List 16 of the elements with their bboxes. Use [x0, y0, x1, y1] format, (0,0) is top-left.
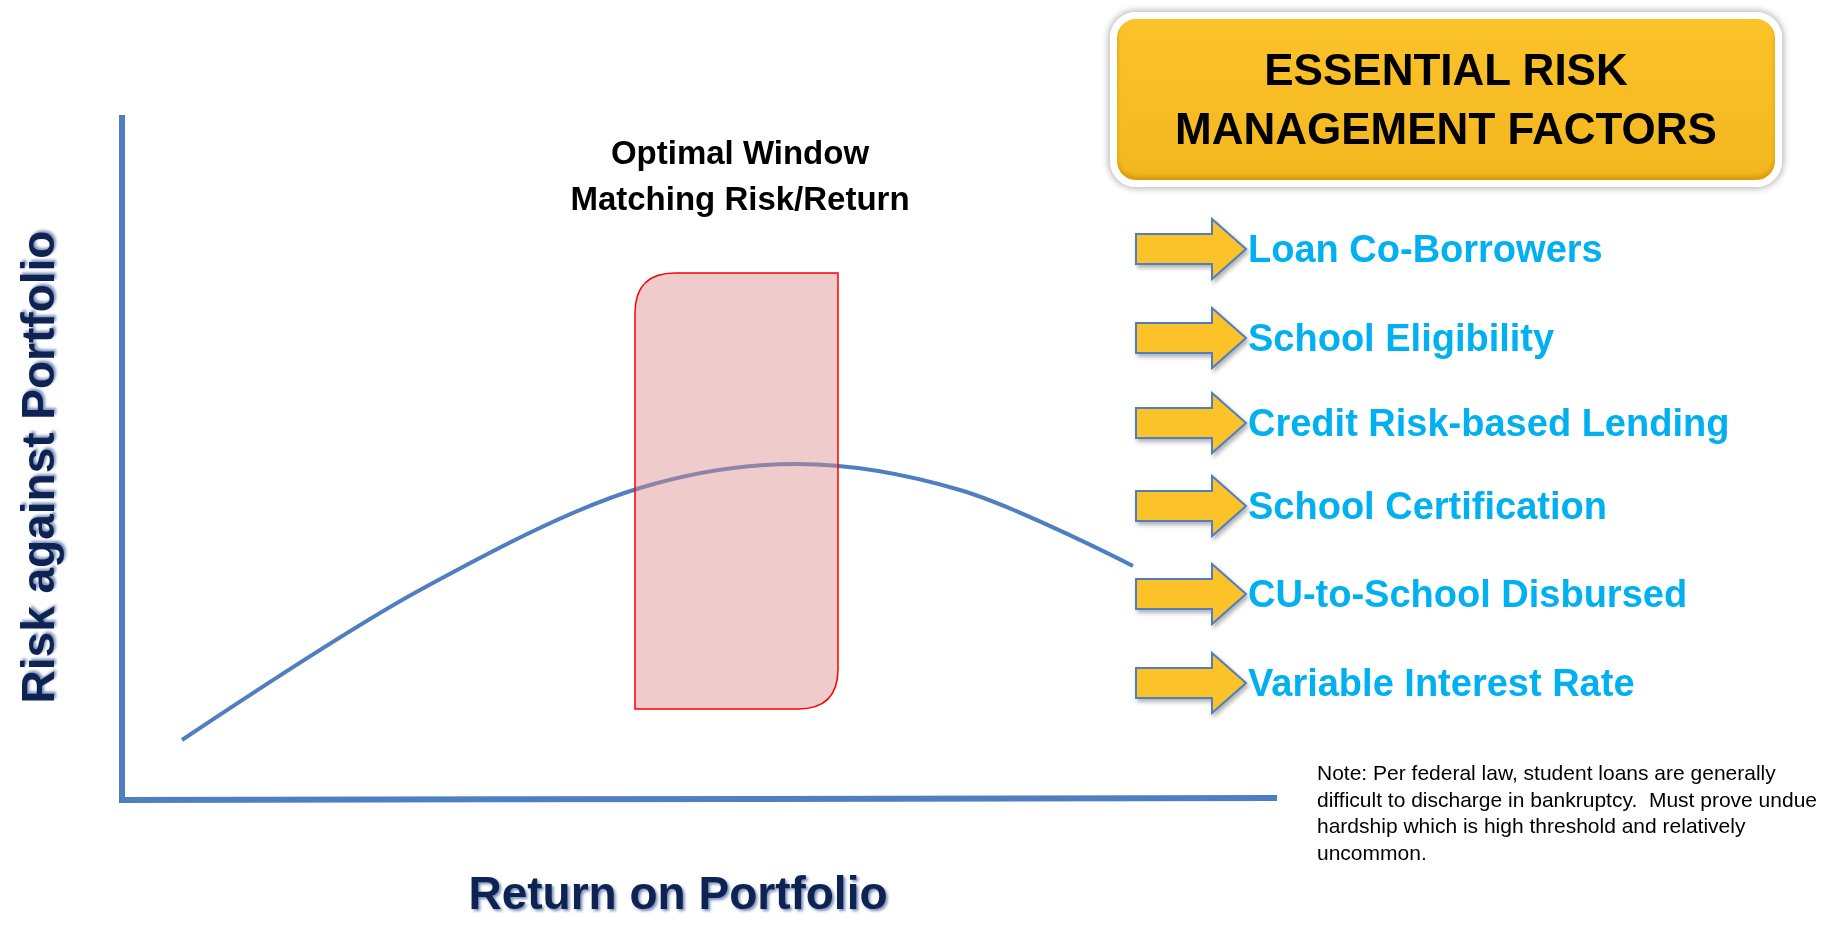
block-arrow [1135, 561, 1248, 627]
block-arrow [1135, 390, 1248, 456]
block-arrow [1135, 216, 1248, 282]
block-arrow [1135, 650, 1248, 716]
factor-label: Variable Interest Rate [1248, 658, 1838, 708]
block-arrow [1135, 473, 1248, 539]
window-title: Optimal Window Matching Risk/Return [569, 133, 911, 220]
factor-label: School Certification [1248, 481, 1838, 531]
factor-label: Credit Risk-based Lending [1248, 398, 1838, 448]
axis-title: Return on Portfolio [468, 866, 888, 920]
factor-label: Loan Co-Borrowers [1248, 224, 1838, 274]
note-text: Note: Per federal law, student loans are generally difficult to discharge in bankruptcy. Must prove undue hardship which is high threshold and relatively uncommon. [1317, 760, 1817, 866]
factor-label: CU-to-School Disbursed [1248, 569, 1838, 619]
axis-title: Risk against Portfolio [11, 230, 65, 704]
factor-label: School Eligibility [1248, 313, 1838, 363]
block-arrow [1135, 305, 1248, 371]
